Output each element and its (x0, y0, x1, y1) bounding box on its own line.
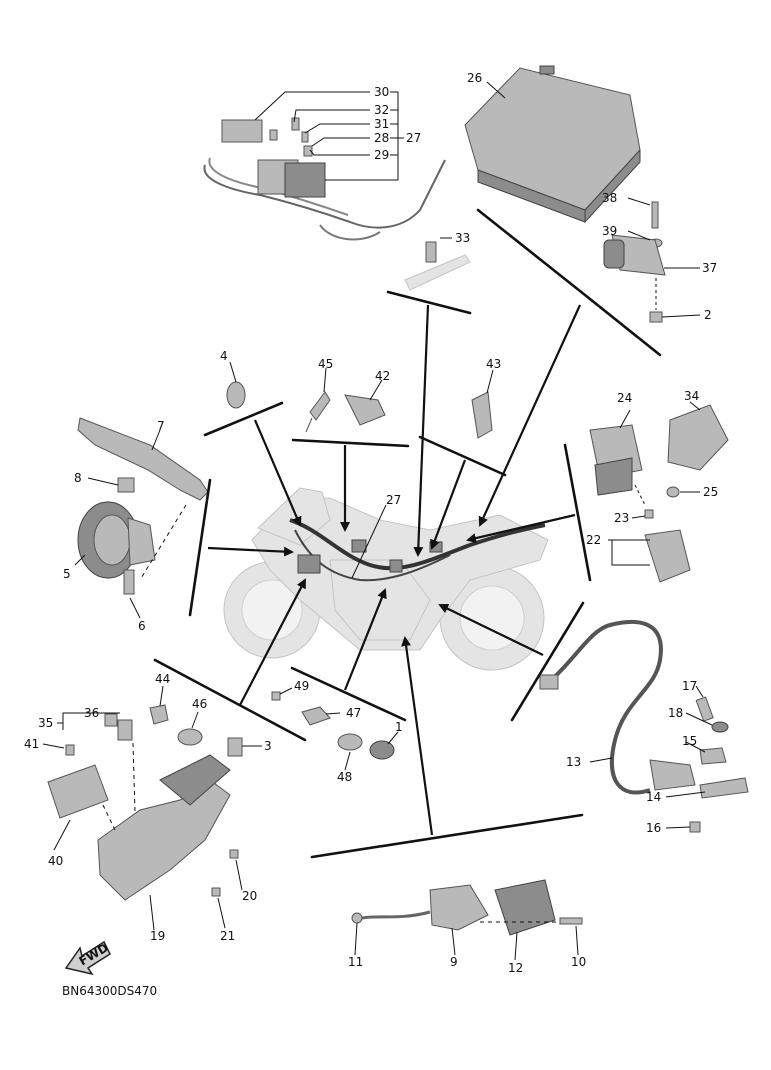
callout-31: 31 (374, 117, 389, 131)
group-bracket-43 (418, 435, 507, 477)
group-bracket-sensor (510, 601, 585, 722)
diagram-code: BN64300DS470 (62, 984, 157, 998)
callout-48: 48 (337, 770, 352, 784)
callout-39: 39 (602, 224, 617, 238)
group-bracket-battery (476, 208, 662, 357)
gear-sensor-assembly (351, 879, 583, 961)
fuse-box-assembly (203, 117, 446, 241)
callout-33: 33 (455, 231, 470, 245)
callout-18: 18 (668, 706, 683, 720)
callout-labels: 30 32 31 28 27 29 26 38 39 37 2 33 4 45 … (24, 71, 718, 975)
callout-26: 26 (467, 71, 482, 85)
callout-8: 8 (74, 471, 82, 485)
bracket-ecu-assembly (42, 712, 243, 931)
group-bracket-clamps (290, 666, 407, 722)
callout-46: 46 (192, 697, 207, 711)
callout-36: 36 (84, 706, 99, 720)
callout-42: 42 (375, 369, 390, 383)
clamps-4-45-42-43 (226, 361, 494, 439)
callout-7: 7 (157, 419, 165, 433)
callout-29: 29 (374, 148, 389, 162)
callout-45: 45 (318, 357, 333, 371)
fwd-arrow-icon: FWD (64, 940, 111, 976)
callout-4: 4 (220, 349, 228, 363)
group-bracket-bottom (310, 813, 584, 859)
callout-41: 41 (24, 737, 39, 751)
callout-14: 14 (646, 790, 661, 804)
leader-26 (486, 81, 506, 99)
callout-30: 30 (374, 85, 389, 99)
callout-3: 3 (264, 739, 272, 753)
callout-9: 9 (450, 955, 458, 969)
parts-44-46-3 (149, 685, 262, 757)
relays-and-rectifier (589, 401, 729, 583)
callout-22: 22 (586, 533, 601, 547)
fuse-leaders (254, 91, 404, 181)
callout-24: 24 (617, 391, 632, 405)
callout-1: 1 (395, 720, 403, 734)
callout-17: 17 (682, 679, 697, 693)
callout-37: 37 (702, 261, 717, 275)
callout-34: 34 (684, 389, 699, 403)
clamps-47-48-1 (271, 687, 399, 771)
callout-47: 47 (346, 706, 361, 720)
battery (464, 65, 641, 224)
callout-25: 25 (703, 485, 718, 499)
callout-43: 43 (486, 357, 501, 371)
group-bracket-left (153, 658, 307, 742)
callout-20: 20 (242, 889, 257, 903)
group-bracket-33 (386, 290, 472, 315)
group-bracket-45 (291, 438, 410, 448)
callout-15: 15 (682, 734, 697, 748)
battery-hardware (603, 197, 701, 323)
callout-49: 49 (294, 679, 309, 693)
callout-44: 44 (155, 672, 170, 686)
callout-2: 2 (704, 308, 712, 322)
group-bracket-4 (203, 401, 284, 437)
callout-19: 19 (150, 929, 165, 943)
callout-38: 38 (602, 191, 617, 205)
callout-16: 16 (646, 821, 661, 835)
callout-40: 40 (48, 854, 63, 868)
callout-32: 32 (374, 103, 389, 117)
callout-35: 35 (38, 716, 53, 730)
callout-11: 11 (348, 955, 363, 969)
oxygen-sensor-assembly (539, 619, 749, 833)
callout-12: 12 (508, 961, 523, 975)
callout-21: 21 (220, 929, 235, 943)
callout-28: 28 (374, 131, 389, 145)
group-bracket-relays (563, 443, 592, 582)
callout-23: 23 (614, 511, 629, 525)
part-33-bolt (404, 237, 471, 291)
callout-6: 6 (138, 619, 146, 633)
callout-5: 5 (63, 567, 71, 581)
callout-27-harness: 27 (386, 493, 401, 507)
location-arrows (207, 304, 582, 836)
callout-27-fuse: 27 (406, 131, 421, 145)
callout-10: 10 (571, 955, 586, 969)
callout-13: 13 (566, 755, 581, 769)
group-bracket-horn (188, 478, 212, 617)
horn-assembly (74, 417, 209, 619)
